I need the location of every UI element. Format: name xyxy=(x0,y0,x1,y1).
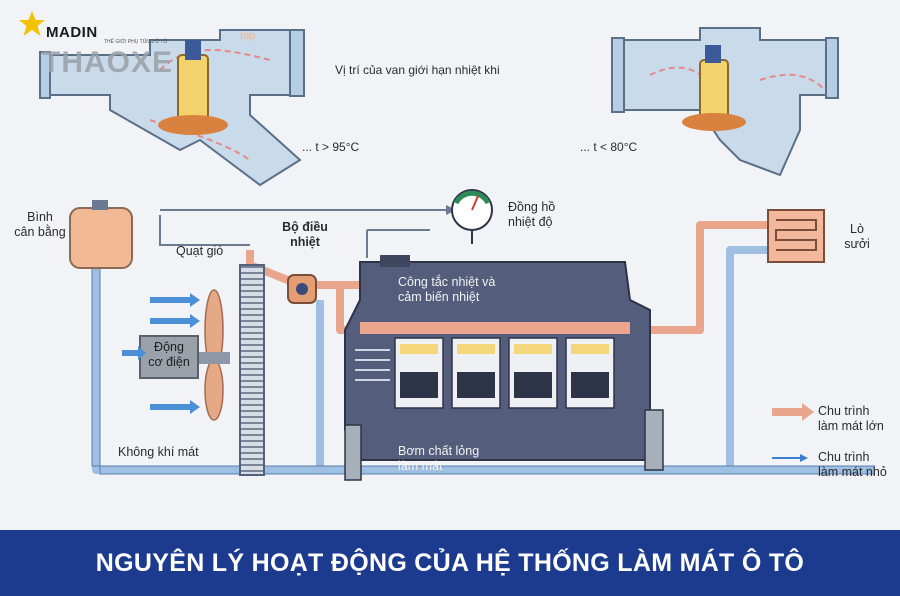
title-banner: NGUYÊN LÝ HOẠT ĐỘNG CỦA HỆ THỐNG LÀM MÁT… xyxy=(0,530,900,596)
radiator xyxy=(239,264,265,476)
brand-logo: MADIN THẾ GIỚI PHỤ TÙNG Ô TÔ THAOXE top xyxy=(18,6,278,79)
logo-tagline: THẾ GIỚI PHỤ TÙNG Ô TÔ xyxy=(104,39,168,45)
thermostat-label-line1: Bộ điều xyxy=(282,220,328,234)
thermostat-valve xyxy=(287,274,317,304)
legend-large-label: Chu trình làm mát lớn xyxy=(818,404,884,434)
diagram-drawing xyxy=(39,27,875,481)
temperature-gauge xyxy=(451,189,493,244)
legend-small-arrow xyxy=(772,454,808,462)
logo-watermark-suffix: top xyxy=(240,30,256,42)
cool-air-label: Không khí mát xyxy=(118,445,199,459)
engine-block xyxy=(344,255,664,481)
sensor-label-line1: Công tắc nhiệt và xyxy=(398,275,496,289)
fan-label: Quạt gió xyxy=(176,244,224,258)
pump-label: Bơm chất lỏng làm mát xyxy=(398,444,479,474)
banner-title: NGUYÊN LÝ HOẠT ĐỘNG CỦA HỆ THỐNG LÀM MÁT… xyxy=(95,549,805,577)
hot-condition-label: ... t > 95°C xyxy=(302,140,360,154)
motor-label-line2: cơ điện xyxy=(148,355,190,369)
pump-label-line1: Bơm chất lỏng xyxy=(398,444,480,458)
gauge-label-line2: nhiệt độ xyxy=(508,215,553,229)
motor-label-line1: Động xyxy=(154,340,184,354)
logo-brand-name: MADIN xyxy=(46,24,98,41)
legend-small-label: Chu trình làm mát nhỏ xyxy=(818,450,887,480)
thermostat-label-line2: nhiệt xyxy=(290,235,320,249)
pump-label-line2: làm mát xyxy=(398,459,443,473)
thermostat-cold-illustration xyxy=(611,27,839,177)
motor-label: Động cơ điện xyxy=(140,340,198,370)
legend-small-line2: làm mát nhỏ xyxy=(818,465,887,479)
expansion-tank xyxy=(69,200,133,269)
expansion-tank-label-line1: Bình xyxy=(27,210,53,224)
thermostat-label: Bộ điều nhiệt xyxy=(270,220,340,250)
thermostat-hot-illustration xyxy=(39,29,305,187)
heater-label-line2: sưởi xyxy=(844,237,870,251)
heater-core xyxy=(767,209,825,263)
cool-air-arrows xyxy=(122,293,200,414)
star-icon xyxy=(19,11,45,36)
sensor-label-line2: cảm biến nhiệt xyxy=(398,290,480,304)
gauge-label: Đồng hồ nhiệt độ xyxy=(508,200,555,230)
heater-label-line1: Lò xyxy=(850,222,864,236)
fan xyxy=(198,289,230,421)
cooling-system-diagram xyxy=(39,27,875,481)
legend-small-line1: Chu trình xyxy=(818,450,870,464)
thermostat-caption: Vị trí của van giới hạn nhiệt khi xyxy=(335,63,500,77)
cold-condition-label: ... t < 80°C xyxy=(580,140,638,154)
expansion-tank-label-line2: cân bằng xyxy=(14,225,66,239)
gauge-label-line1: Đồng hồ xyxy=(508,200,556,214)
legend-large-line2: làm mát lớn xyxy=(818,419,884,433)
expansion-tank-label: Bình cân bằng xyxy=(10,210,70,240)
legend-large-arrow xyxy=(772,403,814,421)
logo-watermark: THAOXE xyxy=(42,46,174,79)
sensor-label: Công tắc nhiệt và cảm biến nhiệt xyxy=(398,275,495,305)
legend-large-line1: Chu trình xyxy=(818,404,870,418)
heater-label: Lò sưởi xyxy=(836,222,878,252)
